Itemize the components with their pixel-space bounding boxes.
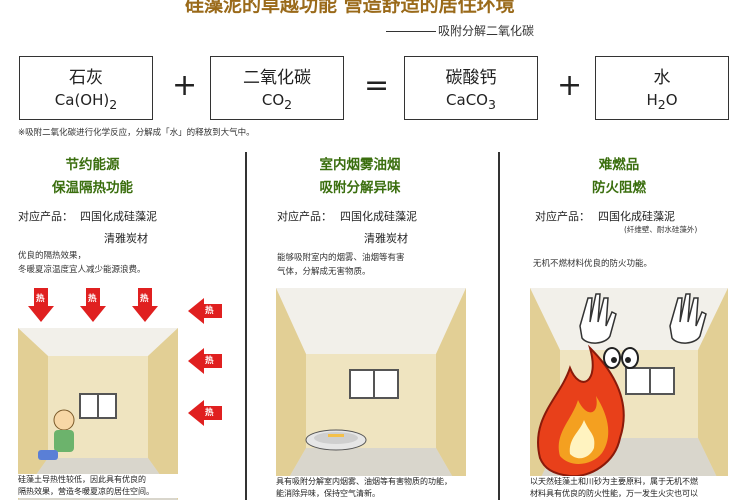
panel-subheading: 防火阻燃	[592, 180, 646, 196]
panel-fireproof: 难燃品 防火阻燃 对应产品： 四国化成硅藻泥 (纤维壁、耐水硅藻外) 无机不燃材…	[500, 150, 750, 500]
room-illustration	[276, 288, 466, 500]
term-formula: H2O	[646, 91, 678, 112]
term-lime: 石灰 Ca(OH)2	[19, 56, 153, 120]
panel-heading: 难燃品	[598, 157, 640, 173]
panel-caption: 能消除异味，保持空气清新。	[276, 488, 476, 500]
product-name: 清雅炭材	[364, 232, 408, 245]
term-name: 石灰	[69, 68, 103, 88]
heat-label: 热	[88, 294, 97, 304]
plus-sign: +	[172, 68, 198, 103]
heat-label: 热	[36, 294, 45, 304]
panel-description: 无机不燃材料优良的防火功能。	[533, 259, 653, 269]
heat-label: 热	[205, 408, 214, 418]
flame-icon	[537, 344, 625, 478]
heat-arrow-down-icon	[132, 288, 158, 322]
plus-sign: +	[557, 68, 583, 103]
hand-left-icon	[579, 293, 617, 344]
panel-subheading: 吸附分解异味	[319, 180, 401, 196]
panel-subheading: 保温隔热功能	[52, 180, 133, 196]
panel-description: 冬暖夏凉温度宜人减少能源浪费。	[18, 265, 146, 275]
panel-description: 能够吸附室内的烟雾、油烟等有害	[277, 253, 405, 263]
page-title: 硅藻泥的卓越功能 营造舒适的居住环境	[185, 0, 515, 16]
heat-label: 热	[205, 356, 214, 366]
product-label: 对应产品：	[18, 210, 73, 223]
heat-arrow-left-icon	[188, 348, 222, 374]
product-name: 四国化成硅藻泥	[598, 210, 675, 223]
panel-caption: 以天然硅藻土和川砂为主要原料，属于无机不燃	[530, 476, 745, 488]
term-formula: CO2	[261, 91, 293, 112]
term-formula: Ca(OH)2	[54, 91, 118, 112]
equation-note: ※吸附二氧化碳进行化学反应，分解成「水」的释放到大气中。	[18, 128, 255, 138]
product-name: 四国化成硅藻泥	[340, 210, 417, 223]
heat-label: 热	[140, 294, 149, 304]
term-water: 水 H2O	[595, 56, 729, 120]
term-co2: 二氧化碳 CO2	[210, 56, 344, 120]
panel-description: 优良的隔热效果，	[18, 251, 87, 261]
hand-right-icon	[669, 293, 707, 344]
room-illustration	[18, 328, 178, 500]
product-name: 四国化成硅藻泥	[80, 210, 157, 223]
wall-face-icon	[603, 347, 639, 369]
product-name: 清雅炭材	[104, 232, 148, 245]
term-formula: CaCO3	[446, 91, 496, 112]
panel-caption: 材料具有优良的防火性能，万一发生火灾也可以	[530, 488, 745, 500]
term-name: 水	[653, 68, 671, 88]
term-name: 碳酸钙	[445, 68, 497, 88]
child-figure	[38, 409, 75, 460]
panel-caption: 隔热效果，营造冬暖夏凉的居住空间。	[18, 486, 178, 498]
product-label: 对应产品：	[277, 210, 332, 223]
panel-description: 气体，分解成无害物质。	[277, 267, 371, 277]
term-name: 二氧化碳	[243, 68, 311, 88]
heat-arrow-left-icon	[188, 400, 222, 426]
heat-arrow-down-icon	[80, 288, 106, 322]
panel-heading: 节约能源	[65, 157, 120, 173]
panel-caption: 具有吸附分解室内烟雾、油烟等有害物质的功能，	[276, 476, 476, 488]
panel-deodorize: 室内烟雾油烟 吸附分解异味 对应产品： 四国化成硅藻泥 清雅炭材 能够吸附室内的…	[248, 150, 498, 500]
term-caco3: 碳酸钙 CaCO3	[404, 56, 538, 120]
ashtray-icon	[305, 429, 367, 451]
column-divider	[498, 152, 500, 500]
heat-label: 热	[205, 306, 214, 316]
product-label: 对应产品：	[535, 210, 590, 223]
equals-sign: =	[364, 68, 390, 103]
panel-heading: 室内烟雾油烟	[319, 157, 401, 173]
product-note: (纤维壁、耐水硅藻外)	[624, 225, 698, 234]
heat-arrow-left-icon	[188, 298, 222, 324]
panel-caption: 硅藻土导热性较低，因此具有优良的	[18, 474, 178, 486]
heat-arrow-down-icon	[28, 288, 54, 322]
panel-insulation: 节约能源 保温隔热功能 对应产品： 四国化成硅藻泥 清雅炭材 优良的隔热效果， …	[0, 150, 245, 500]
page-subtitle: 吸附分解二氧化碳	[386, 22, 534, 39]
column-divider	[245, 152, 247, 500]
room-illustration	[530, 288, 728, 500]
